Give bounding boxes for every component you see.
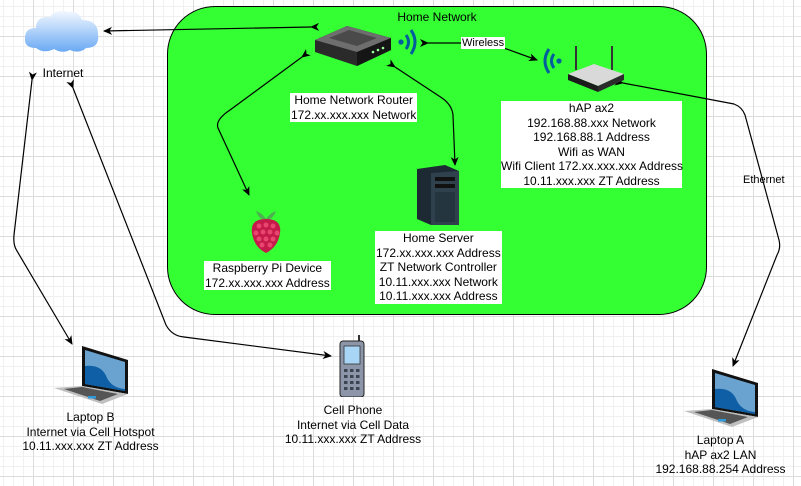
- edge-hap-laptop-a[interactable]: [614, 77, 781, 367]
- label-line: Internet via Cell Data: [296, 417, 410, 432]
- label-line: 172.xx.xxx.xxx Network: [291, 107, 417, 122]
- label-line: 10.11.xxx.xxx Network: [378, 274, 498, 289]
- label-line: Home Server: [403, 231, 474, 245]
- laptop-a-label: Laptop A hAP ax2 LAN 192.168.88.254 Addr…: [652, 433, 789, 477]
- zone-title: Home Network: [397, 10, 477, 24]
- label-line: Internet: [42, 66, 84, 80]
- label-line: Home Network Router: [294, 93, 414, 107]
- router-label: Home Network Router 172.xx.xxx.xxx Netwo…: [290, 93, 418, 122]
- label-line: Cell Phone: [323, 403, 383, 417]
- label-line: 10.11.xxx.xxx ZT Address: [284, 432, 422, 446]
- server-tower-icon[interactable]: [415, 165, 461, 228]
- label-line: Laptop B: [66, 410, 115, 424]
- cloud-icon[interactable]: [22, 8, 102, 57]
- label-line: Wifi as WAN: [558, 144, 625, 159]
- laptop-icon[interactable]: [682, 369, 760, 430]
- label-line: 10.11.xxx.xxx ZT Address: [22, 439, 159, 453]
- hap-label: hAP ax2 192.168.88.xxx Network 192.168.8…: [501, 101, 684, 188]
- edge-internet-cell-phone[interactable]: [66, 79, 332, 359]
- wifi-signal-icon: [542, 46, 564, 77]
- label-line: Internet via Cell Hotspot: [26, 424, 155, 439]
- wireless-router-icon[interactable]: [566, 44, 628, 97]
- label-line: 172.xx.xxx.xxx Address: [376, 245, 501, 260]
- label-line: Raspberry Pi Device: [212, 261, 323, 275]
- label-line: 10.11.xxx.xxx Address: [379, 289, 498, 303]
- server-label: Home Server 172.xx.xxx.xxx Address ZT Ne…: [375, 231, 502, 304]
- edge-router-server[interactable]: [386, 59, 459, 166]
- edge-router-internet[interactable]: [103, 22, 320, 35]
- label-line: 172.xx.xxx.xxx Address: [205, 275, 330, 290]
- label-line: hAP ax2: [568, 101, 615, 115]
- label-line: ZT Network Controller: [379, 260, 497, 274]
- router-icon[interactable]: [311, 22, 397, 73]
- label-line: Wifi Client 172.xx.xxx.xxx Address: [501, 159, 684, 173]
- cell-phone-label: Cell Phone Internet via Cell Data 10.11.…: [282, 403, 424, 447]
- edge-router-raspberry[interactable]: [216, 49, 311, 196]
- internet-label: Internet: [30, 66, 96, 81]
- label-line: 10.11.xxx.xxx ZT Address: [523, 173, 660, 188]
- wifi-signal-icon: [397, 28, 419, 59]
- laptop-b-label: Laptop B Internet via Cell Hotspot 10.11…: [18, 410, 163, 454]
- raspberry-pi-icon[interactable]: [248, 207, 284, 256]
- laptop-icon[interactable]: [52, 346, 130, 407]
- edge-label-wireless: Wireless: [461, 37, 506, 49]
- edge-internet-laptop-b[interactable]: [13, 71, 73, 345]
- label-line: Laptop A: [696, 433, 745, 447]
- cell-phone-icon[interactable]: [339, 335, 365, 400]
- label-line: 192.168.88.xxx Network: [527, 115, 656, 130]
- label-line: hAP ax2 LAN: [684, 447, 757, 462]
- edge-label-ethernet: Ethernet: [743, 174, 785, 186]
- raspberry-label: Raspberry Pi Device 172.xx.xxx.xxx Addre…: [204, 261, 331, 290]
- label-line: 192.168.88.1 Address: [533, 130, 650, 144]
- label-line: 192.168.88.254 Address: [655, 462, 786, 476]
